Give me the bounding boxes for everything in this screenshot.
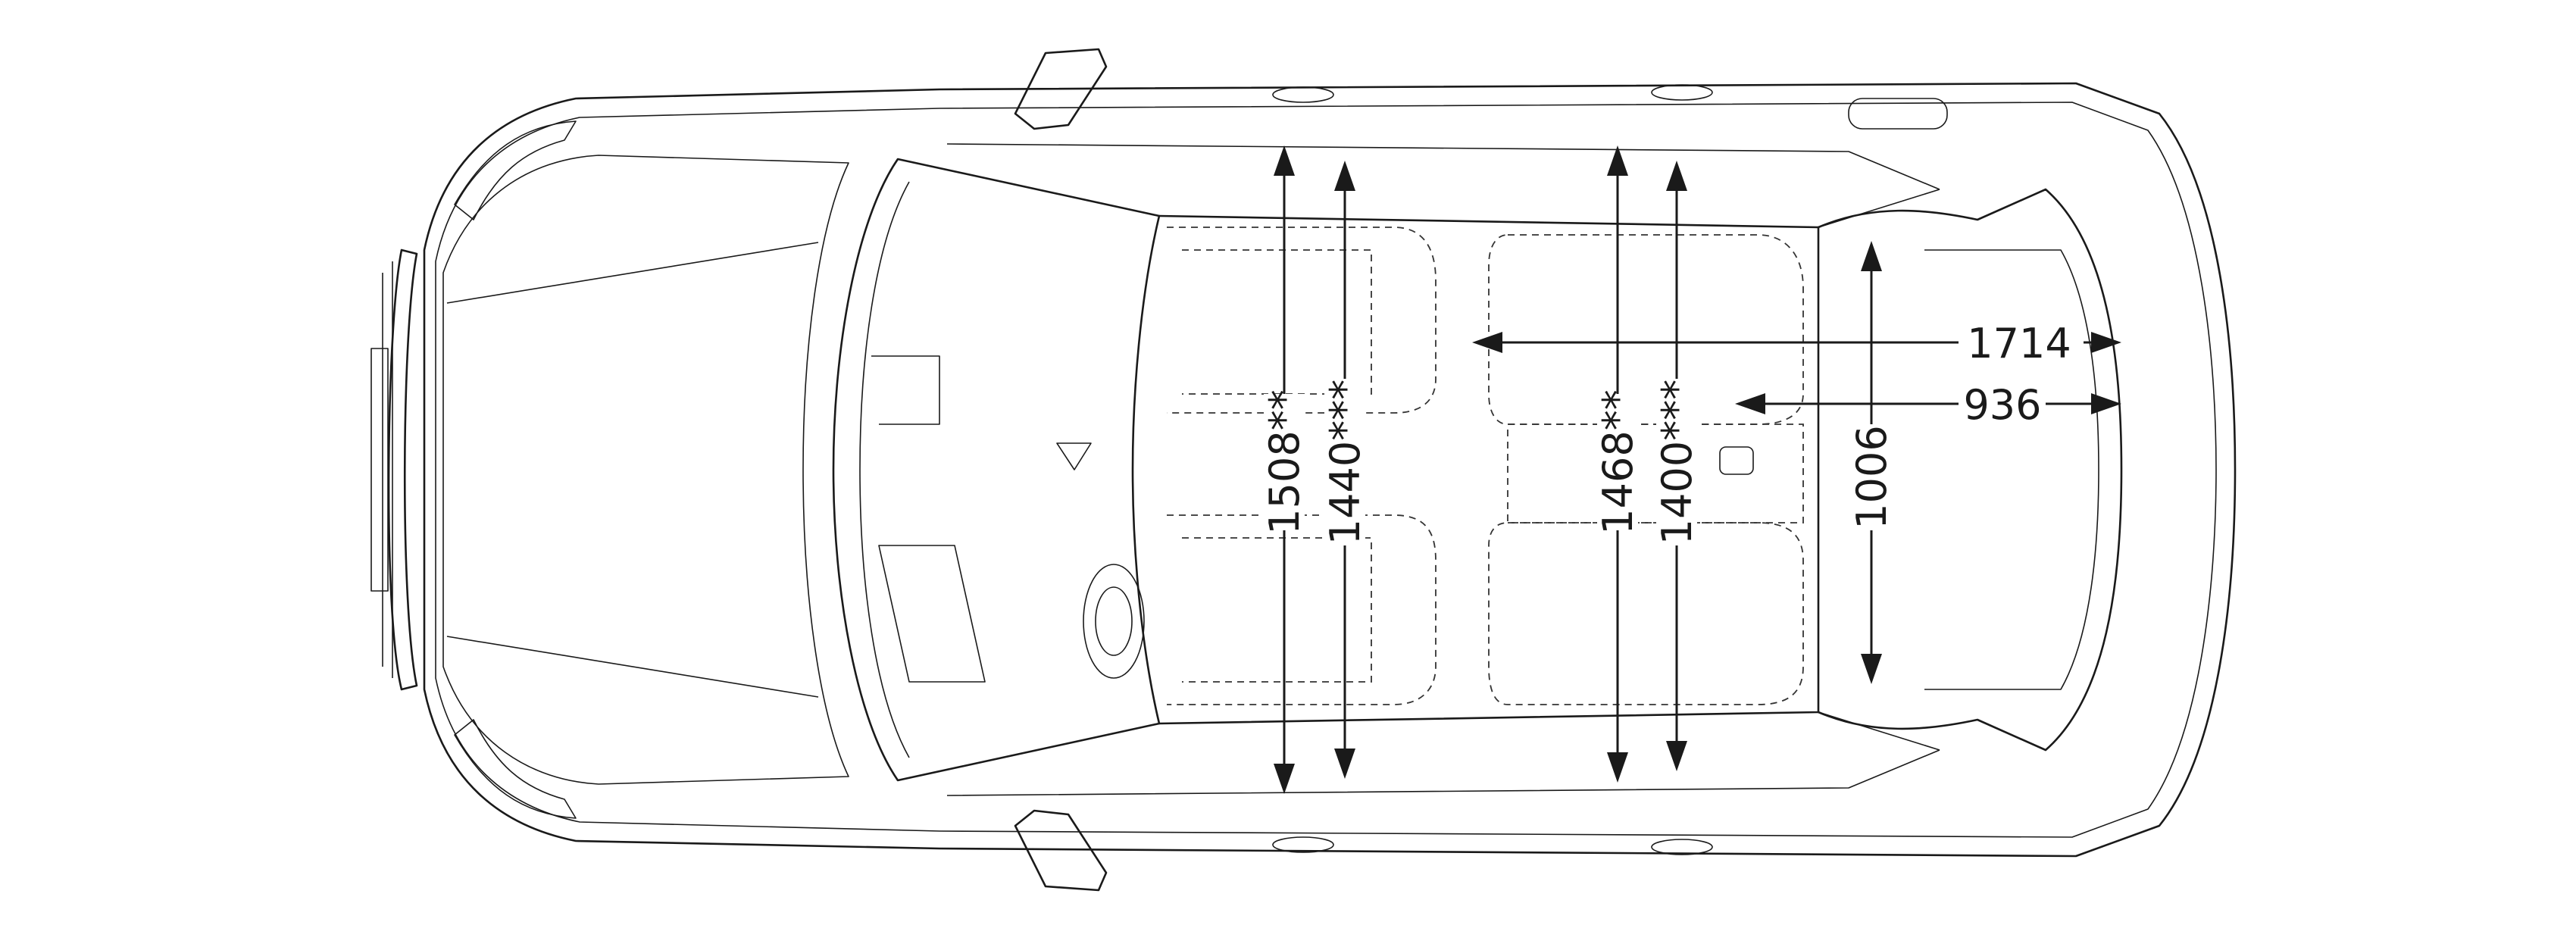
dashboard — [871, 355, 1145, 683]
trunk — [1817, 188, 2123, 752]
dimension-lines — [1274, 145, 2121, 794]
fuel-cap — [1848, 98, 1948, 130]
rear-right-door-handle — [1651, 839, 1713, 855]
left-mirror — [1014, 48, 1108, 130]
hood — [442, 155, 849, 785]
car-body — [423, 82, 2237, 858]
rear-shoulder-width-label: 1400*** — [1653, 380, 1701, 545]
seats — [1167, 227, 1804, 705]
trunk-width-label: 1006 — [1848, 425, 1896, 529]
front-elbow-width-label: 1508** — [1261, 389, 1308, 534]
right-mirror — [1014, 809, 1108, 892]
cabin — [832, 143, 1940, 796]
rear-left-door-handle — [1651, 84, 1713, 101]
dimension-labels: 1508** 1440*** 1468** 1400*** 1006 1714 … — [1261, 318, 2080, 545]
front-grille — [370, 248, 418, 691]
trunk-floor-length-label: 936 — [1963, 381, 2041, 429]
front-left-door-handle — [1272, 86, 1334, 103]
front-right-door-handle — [1272, 836, 1334, 853]
trunk-length-label: 1714 — [1967, 320, 2071, 367]
left-headlight — [454, 120, 577, 220]
rear-elbow-width-label: 1468** — [1594, 389, 1642, 534]
front-shoulder-width-label: 1440*** — [1321, 380, 1369, 545]
right-headlight — [454, 719, 577, 819]
